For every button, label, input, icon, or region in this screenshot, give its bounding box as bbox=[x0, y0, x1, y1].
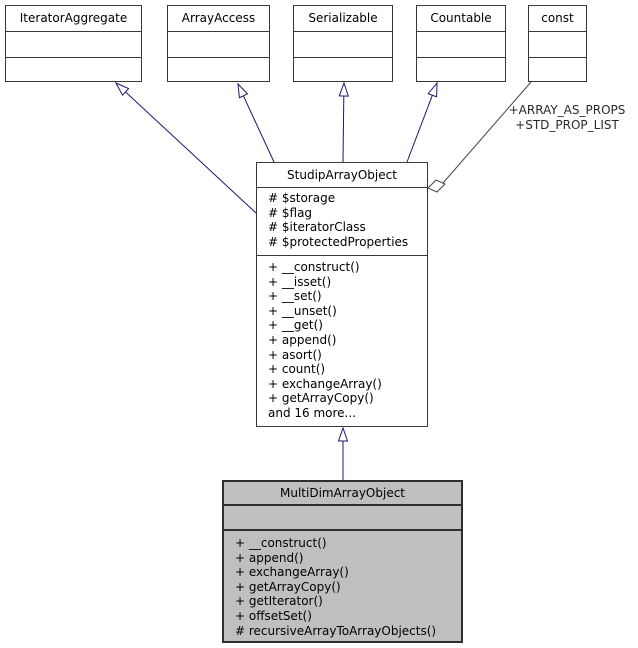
class-node-countable[interactable]: Countable bbox=[416, 5, 506, 82]
attribute-row: # $storage bbox=[268, 191, 336, 205]
method-row: + count() bbox=[268, 362, 326, 377]
method-row: + append() bbox=[235, 550, 304, 565]
aggregation-diamond bbox=[427, 179, 446, 193]
methods-compartment bbox=[294, 57, 392, 58]
method-row: + __construct() bbox=[268, 260, 360, 274]
method-row: + getIterator() bbox=[235, 594, 323, 609]
inheritance-arrowhead-iteratoraggregate bbox=[114, 81, 130, 97]
method-row: + __get() bbox=[268, 318, 323, 333]
methods-compartment: + __construct() + __isset() + __set() + … bbox=[257, 255, 427, 421]
class-title: ArrayAccess bbox=[181, 11, 256, 25]
aggregation-label: +STD_PROP_LIST bbox=[515, 118, 619, 132]
method-row: + append() bbox=[268, 332, 337, 347]
attributes-compartment bbox=[529, 31, 586, 57]
inheritance-edge-serializable bbox=[342, 95, 345, 163]
attribute-row: # $iteratorClass bbox=[268, 220, 366, 235]
method-row: # recursiveArrayToArrayObjects() bbox=[235, 623, 437, 638]
methods-compartment bbox=[529, 57, 586, 58]
methods-compartment: + __construct() + append() + exchangeArr… bbox=[224, 529, 461, 638]
aggregation-labels: +ARRAY_AS_PROPS +STD_PROP_LIST bbox=[496, 103, 638, 133]
class-title: IteratorAggregate bbox=[19, 11, 128, 25]
method-row: + exchangeArray() bbox=[268, 376, 382, 391]
method-row: + getArrayCopy() bbox=[235, 579, 341, 594]
methods-compartment bbox=[417, 57, 505, 58]
inheritance-arrowhead-serializable bbox=[338, 81, 349, 97]
method-row: + getArrayCopy() bbox=[268, 391, 374, 406]
attributes-compartment bbox=[294, 31, 392, 57]
attributes-compartment bbox=[168, 31, 269, 57]
method-row: + __construct() bbox=[235, 536, 327, 550]
class-node-arrayaccess[interactable]: ArrayAccess bbox=[167, 5, 270, 82]
class-node-const[interactable]: const bbox=[528, 5, 587, 82]
class-title: StudipArrayObject bbox=[287, 168, 397, 182]
method-row: + offsetSet() bbox=[235, 608, 312, 623]
class-node-multidimarrayobject[interactable]: MultiDimArrayObject + __construct() + ap… bbox=[222, 480, 463, 643]
method-row: + __isset() bbox=[268, 274, 332, 289]
method-row: + asort() bbox=[268, 347, 322, 362]
inheritance-edge-countable bbox=[406, 95, 433, 163]
class-title: Serializable bbox=[308, 11, 378, 25]
attribute-row: # $protectedProperties bbox=[268, 234, 409, 249]
class-title: const bbox=[541, 11, 574, 25]
attributes-compartment bbox=[417, 31, 505, 57]
more-members-note: and 16 more... bbox=[268, 405, 357, 420]
method-row: + __unset() bbox=[268, 303, 337, 318]
class-node-iteratoraggregate[interactable]: IteratorAggregate bbox=[5, 5, 142, 82]
methods-compartment bbox=[6, 57, 141, 58]
inheritance-edge-iteratoraggregate bbox=[125, 91, 257, 214]
inheritance-arrowhead-countable bbox=[427, 81, 438, 98]
class-title: Countable bbox=[430, 11, 492, 25]
class-node-studiparrayobject[interactable]: StudipArrayObject # $storage # $flag # $… bbox=[256, 162, 428, 427]
methods-compartment bbox=[168, 57, 269, 58]
attributes-compartment: # $storage # $flag # $iteratorClass # $p… bbox=[257, 187, 427, 255]
class-title: MultiDimArrayObject bbox=[280, 486, 405, 500]
method-row: + exchangeArray() bbox=[235, 565, 349, 580]
class-node-serializable[interactable]: Serializable bbox=[293, 5, 393, 82]
inheritance-arrowhead-arrayaccess bbox=[237, 82, 249, 99]
inheritance-arrowhead-studiparrayobject bbox=[337, 426, 349, 442]
method-row: + __set() bbox=[268, 289, 322, 304]
attributes-compartment bbox=[6, 31, 141, 57]
attributes-compartment bbox=[224, 504, 461, 529]
attribute-row: # $flag bbox=[268, 205, 313, 220]
inheritance-edge-arrayaccess bbox=[242, 95, 275, 163]
aggregation-label: +ARRAY_AS_PROPS bbox=[508, 103, 626, 117]
